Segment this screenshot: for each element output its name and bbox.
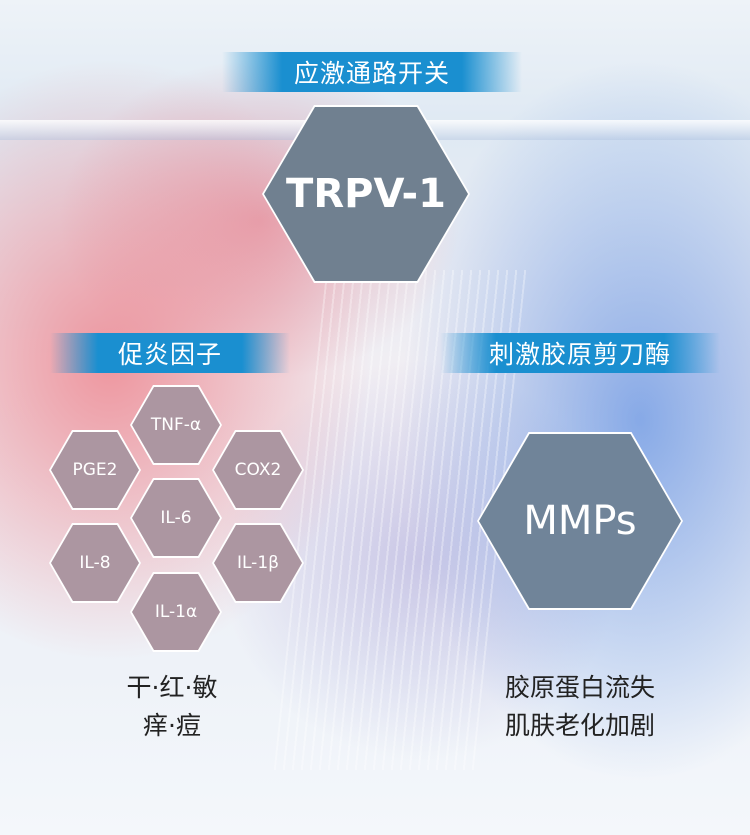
effect-line: 胶原蛋白流失 — [504, 673, 655, 702]
factor-label: COX2 — [214, 432, 302, 508]
left-banner: 促炎因子 — [50, 333, 290, 373]
factor-label: PGE2 — [51, 432, 139, 508]
trpv1-label: TRPV-1 — [264, 107, 468, 281]
effect-line: 肌肤老化加剧 — [504, 711, 655, 740]
factor-label: IL-6 — [132, 480, 220, 556]
effect-line: 痒·痘 — [143, 711, 201, 740]
factor-hexagon: TNF-α — [130, 385, 222, 465]
factor-label: IL-1α — [132, 574, 220, 650]
factor-label: IL-1β — [214, 525, 302, 601]
effect-line: 干·红·敏 — [126, 673, 218, 702]
factor-hexagon: PGE2 — [49, 430, 141, 510]
factor-label: IL-8 — [51, 525, 139, 601]
right-effects: 胶原蛋白流失 肌肤老化加剧 — [450, 669, 710, 745]
mmps-label: MMPs — [479, 434, 681, 608]
factor-label: TNF-α — [132, 387, 220, 463]
right-banner: 刺激胶原剪刀酶 — [440, 333, 720, 373]
mmps-hexagon: MMPs — [477, 432, 683, 610]
factor-hexagon: IL-1α — [130, 572, 222, 652]
top-banner: 应激通路开关 — [222, 52, 522, 92]
factor-hexagon: IL-8 — [49, 523, 141, 603]
factor-hexagon: COX2 — [212, 430, 304, 510]
factor-hexagon: IL-1β — [212, 523, 304, 603]
factor-hexagon: IL-6 — [130, 478, 222, 558]
left-effects: 干·红·敏 痒·痘 — [42, 669, 302, 745]
